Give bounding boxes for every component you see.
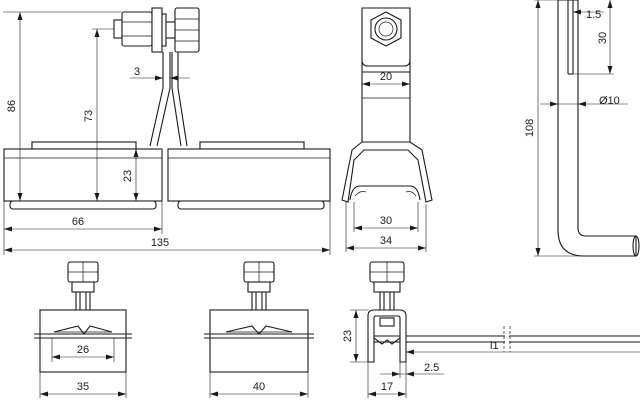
dim-height-total-label: 86: [6, 100, 18, 112]
dim-block-width: 66: [3, 201, 163, 234]
dim-height-rod-label: 73: [83, 110, 95, 122]
bottom-view-large: 40: [204, 261, 314, 398]
dim-large-outer-width-label: 40: [253, 381, 265, 393]
bottom-view-small: 26 35: [34, 261, 132, 398]
dim-block-width-label: 66: [72, 216, 84, 228]
dim-clamp-width-label: 17: [381, 381, 393, 393]
dim-diameter-label: Ø10: [599, 95, 620, 107]
left-block: [3, 141, 163, 210]
dim-inner-width: 30: [353, 202, 419, 232]
dim-overall-width: 135: [3, 201, 331, 255]
bolt-nut-assembly: [113, 7, 200, 53]
dim-small-inner-width: 26: [51, 338, 115, 362]
dim-slot-width: 1.5: [573, 9, 604, 21]
dim-clamp-width: 17: [367, 362, 407, 398]
dim-outer-width: 34: [345, 202, 427, 252]
clamp-view: 23 17 2.5 l1: [342, 261, 640, 398]
dim-clamp-length-label: l1: [490, 340, 499, 352]
dim-clamp-thickness-label: 2.5: [424, 362, 439, 374]
dim-block-height: 23: [122, 149, 139, 201]
dim-slot-depth-label: 30: [597, 32, 609, 44]
dim-length: 108: [524, 0, 584, 257]
dim-neck-width-label: 20: [380, 71, 392, 83]
front-view: 86 73 3 23: [3, 7, 331, 255]
dim-clamp-height: 23: [342, 309, 368, 363]
dim-slot-depth: 30: [573, 0, 614, 75]
dim-clamp-length: l1: [406, 340, 640, 355]
dim-small-outer-width-label: 35: [77, 381, 89, 393]
dim-height-rod: 73: [83, 28, 114, 201]
dim-neck-width: 20: [362, 71, 410, 87]
dim-small-inner-width-label: 26: [77, 344, 89, 356]
rod-view: 1.5 30 Ø10 108: [524, 0, 640, 257]
strap-legs: [149, 52, 188, 147]
dim-clamp-thickness: 2.5: [380, 362, 444, 378]
dim-block-height-label: 23: [122, 170, 134, 182]
side-view: 20 30 34: [341, 7, 433, 252]
dim-small-outer-width: 35: [39, 372, 127, 398]
dim-inner-width-label: 30: [380, 215, 392, 227]
dim-outer-width-label: 34: [380, 235, 392, 247]
dim-strap-thickness: 3: [130, 66, 190, 81]
dim-slot-width-label: 1.5: [586, 9, 601, 21]
right-block: [167, 141, 331, 210]
dim-length-label: 108: [524, 119, 536, 137]
dim-large-outer-width: 40: [209, 372, 309, 398]
dim-overall-width-label: 135: [151, 237, 169, 249]
dim-strap-thickness-label: 3: [134, 66, 140, 78]
dim-height-total: 86: [3, 11, 122, 201]
dim-diameter: Ø10: [540, 95, 628, 107]
dim-clamp-height-label: 23: [342, 330, 354, 342]
